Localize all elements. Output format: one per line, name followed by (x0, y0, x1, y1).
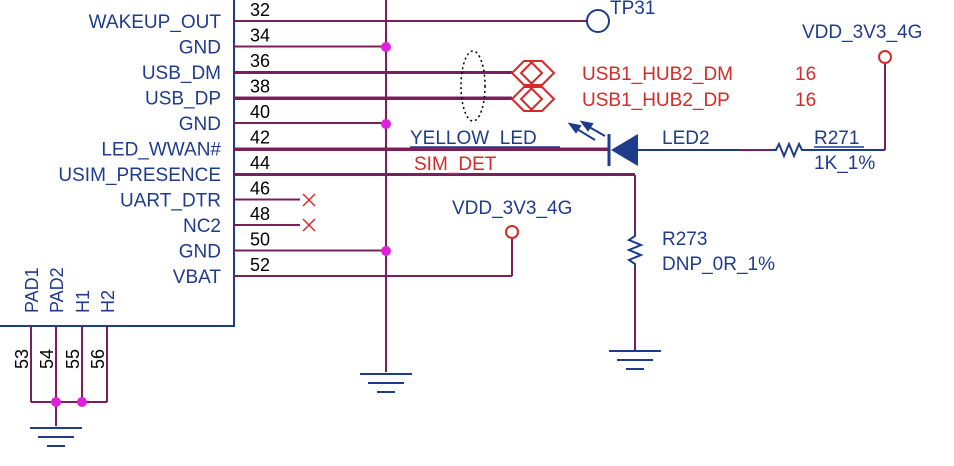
pin-name-label: GND (179, 38, 221, 59)
power-port-middle (505, 225, 519, 239)
usb-dm-net-label: USB1_HUB2_DM (582, 64, 733, 85)
bottom-pin-number-label: 55 (63, 349, 83, 369)
led-emission-arrows (567, 120, 606, 141)
r273-ref-label: R273 (662, 229, 707, 250)
pin-number-label: 50 (250, 230, 270, 250)
led2-ref-label: LED2 (662, 128, 710, 149)
pin-number-label: 32 (250, 0, 270, 20)
pin-name-label: USB_DM (142, 63, 221, 84)
r273-value-label: DNP_0R_1% (662, 254, 775, 275)
bottom-pin-number-label: 53 (12, 349, 32, 369)
bottom-pin-name-label: H1 (73, 290, 93, 313)
pin-number-label: 40 (250, 102, 270, 122)
pin-name-label: USB_DP (145, 89, 221, 110)
junction-dot (381, 119, 391, 129)
r271-resistor (770, 141, 808, 159)
pin-number-label: 48 (250, 204, 270, 224)
pin-number-label: 42 (250, 128, 270, 148)
pin-name-label: GND (179, 242, 221, 263)
diff-pair-marker (460, 50, 486, 122)
ground-symbol-bottom (30, 427, 82, 447)
r273-resistor (626, 232, 644, 268)
pin-name-label: USIM_PRESENCE (58, 165, 221, 186)
led2-diode-symbol (611, 134, 638, 166)
r271-value-label: 1K_1% (814, 153, 875, 174)
testpoint-tp31 (586, 9, 610, 33)
pin-number-label: 52 (250, 255, 270, 275)
sim-det-net-label: SIM_DET (414, 154, 497, 175)
no-connect-marker (302, 193, 316, 232)
bottom-pin-name-label: H2 (98, 290, 118, 313)
bottom-pin-name-label: PAD2 (47, 267, 67, 313)
ground-symbol-bus (360, 373, 412, 393)
power-port-top (878, 50, 892, 64)
offpage-connector-dp (510, 86, 556, 112)
bottom-pin-number-label: 56 (88, 349, 108, 369)
pin-name-label: VBAT (173, 267, 222, 288)
pin-number-label: 38 (250, 77, 270, 97)
pin-name-label: WAKEUP_OUT (89, 12, 222, 33)
r271-ref-label: R271 (814, 128, 859, 149)
pin-name-label: NC2 (183, 216, 221, 237)
usb-dp-sheet-ref: 16 (795, 90, 816, 111)
pin-name-label: UART_DTR (120, 191, 221, 212)
bottom-pin-number-label: 54 (37, 349, 57, 369)
pin-labels: WAKEUP_OUT32GND34USB_DM36USB_DP38GND40LE… (58, 0, 270, 288)
junction-dot (381, 42, 391, 52)
power-label-top: VDD_3V3_4G (802, 22, 922, 43)
yellow-led-net-label: YELLOW_LED (410, 128, 537, 149)
power-label-middle: VDD_3V3_4G (452, 198, 572, 219)
pin-name-label: GND (179, 114, 221, 135)
junction-dot (77, 397, 87, 407)
pin-number-label: 44 (250, 153, 270, 173)
offpage-connector-dm (510, 60, 556, 86)
junction-dot (51, 397, 61, 407)
pin-number-label: 36 (250, 51, 270, 71)
usb-dp-net-label: USB1_HUB2_DP (582, 90, 730, 111)
junction-dot (381, 246, 391, 256)
connector-body (0, 0, 235, 327)
bottom-pins: PAD1 53 PAD2 54 H1 55 H2 56 (12, 267, 118, 402)
pin-number-label: 46 (250, 179, 270, 199)
pin-name-label: LED_WWAN# (101, 140, 221, 161)
ground-symbol-r273 (609, 350, 661, 370)
testpoint-label: TP31 (610, 0, 655, 19)
bottom-pin-name-label: PAD1 (22, 267, 42, 313)
pin-number-label: 34 (250, 26, 270, 46)
usb-dm-sheet-ref: 16 (795, 64, 816, 85)
